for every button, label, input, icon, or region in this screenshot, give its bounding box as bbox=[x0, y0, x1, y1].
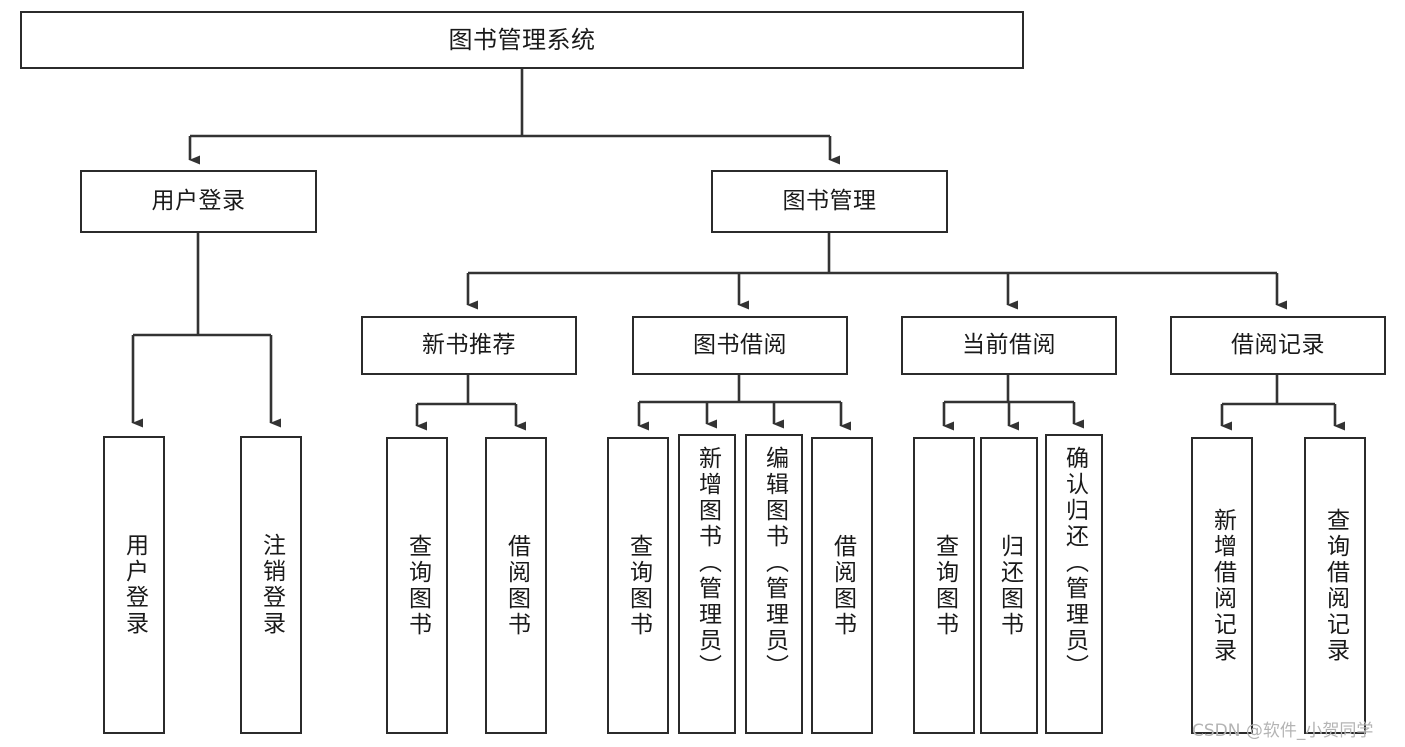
node-leaf-logout-login[interactable]: 注销登录 bbox=[240, 436, 302, 734]
node-leaf-edit-book-label: 编辑图书（管理员） bbox=[761, 446, 788, 680]
csdn-watermark: CSDN @软件_小贺同学 bbox=[1192, 721, 1374, 741]
node-leaf-query-record-label: 查询借阅记录 bbox=[1322, 507, 1349, 664]
node-user-login[interactable]: 用户登录 bbox=[80, 170, 317, 233]
node-book-borrow[interactable]: 图书借阅 bbox=[632, 316, 848, 375]
node-leaf-logout-login-label: 注销登录 bbox=[258, 533, 285, 637]
node-user-login-label: 用户登录 bbox=[151, 187, 246, 214]
node-root-system[interactable]: 图书管理系统 bbox=[20, 11, 1024, 69]
node-leaf-confirm-return[interactable]: 确认归还（管理员） bbox=[1045, 434, 1103, 734]
node-leaf-add-record[interactable]: 新增借阅记录 bbox=[1191, 437, 1253, 734]
node-borrow-record[interactable]: 借阅记录 bbox=[1170, 316, 1386, 375]
node-leaf-return-book[interactable]: 归还图书 bbox=[980, 437, 1038, 734]
node-leaf-borrow-book-1[interactable]: 借阅图书 bbox=[485, 437, 547, 734]
node-leaf-query-book-3[interactable]: 查询图书 bbox=[913, 437, 975, 734]
node-root-system-label: 图书管理系统 bbox=[448, 25, 596, 54]
node-leaf-confirm-return-label: 确认归还（管理员） bbox=[1061, 446, 1088, 680]
node-current-borrow-label: 当前借阅 bbox=[962, 331, 1056, 358]
node-leaf-return-book-label: 归还图书 bbox=[996, 533, 1023, 638]
node-leaf-edit-book[interactable]: 编辑图书（管理员） bbox=[745, 434, 803, 734]
node-new-book-rec-label: 新书推荐 bbox=[422, 331, 516, 358]
node-leaf-add-book[interactable]: 新增图书（管理员） bbox=[678, 434, 736, 734]
node-leaf-query-book-1-label: 查询图书 bbox=[404, 533, 431, 638]
node-leaf-query-book-2-label: 查询图书 bbox=[625, 533, 652, 638]
node-book-manage[interactable]: 图书管理 bbox=[711, 170, 948, 233]
node-leaf-query-book-3-label: 查询图书 bbox=[931, 533, 958, 638]
node-leaf-user-login[interactable]: 用户登录 bbox=[103, 436, 165, 734]
node-leaf-user-login-label: 用户登录 bbox=[121, 533, 148, 637]
node-book-borrow-label: 图书借阅 bbox=[693, 331, 787, 358]
node-leaf-query-book-1[interactable]: 查询图书 bbox=[386, 437, 448, 734]
node-new-book-rec[interactable]: 新书推荐 bbox=[361, 316, 577, 375]
node-current-borrow[interactable]: 当前借阅 bbox=[901, 316, 1117, 375]
node-leaf-query-book-2[interactable]: 查询图书 bbox=[607, 437, 669, 734]
node-leaf-borrow-book-2-label: 借阅图书 bbox=[829, 533, 856, 638]
node-leaf-add-record-label: 新增借阅记录 bbox=[1209, 507, 1236, 664]
node-book-manage-label: 图书管理 bbox=[782, 187, 877, 214]
node-leaf-query-record[interactable]: 查询借阅记录 bbox=[1304, 437, 1366, 734]
node-leaf-borrow-book-2[interactable]: 借阅图书 bbox=[811, 437, 873, 734]
node-borrow-record-label: 借阅记录 bbox=[1231, 331, 1325, 358]
node-leaf-add-book-label: 新增图书（管理员） bbox=[694, 446, 721, 680]
node-leaf-borrow-book-1-label: 借阅图书 bbox=[503, 533, 530, 638]
